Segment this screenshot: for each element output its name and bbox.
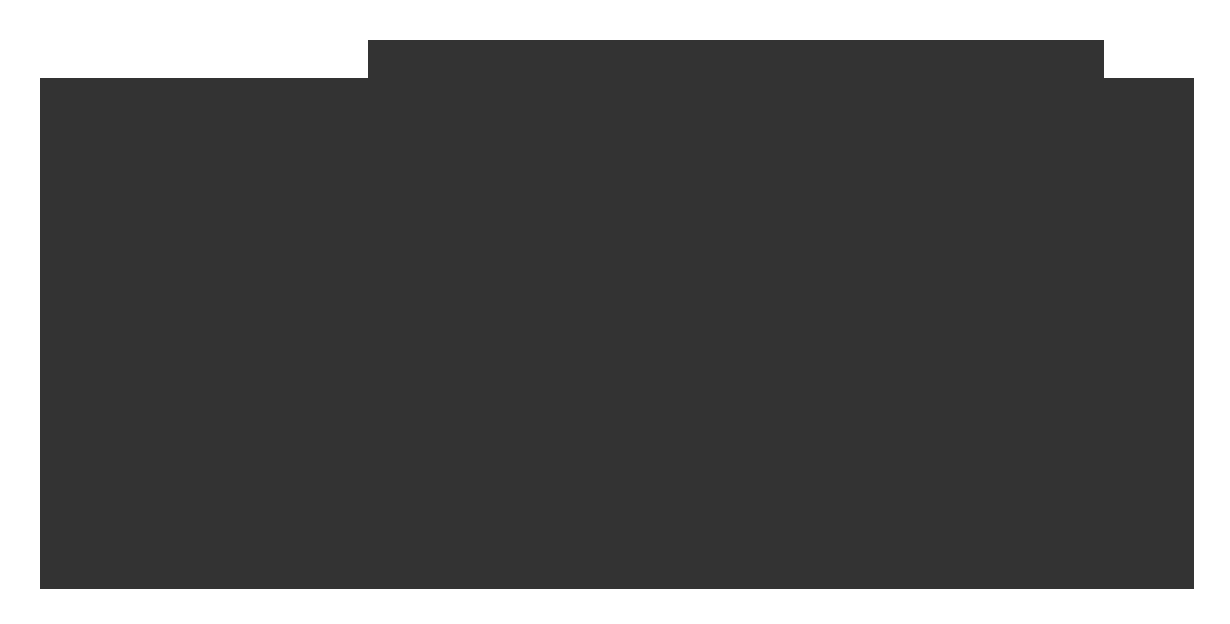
- window-content-area: [40, 78, 1194, 589]
- window-tab[interactable]: [368, 40, 1104, 78]
